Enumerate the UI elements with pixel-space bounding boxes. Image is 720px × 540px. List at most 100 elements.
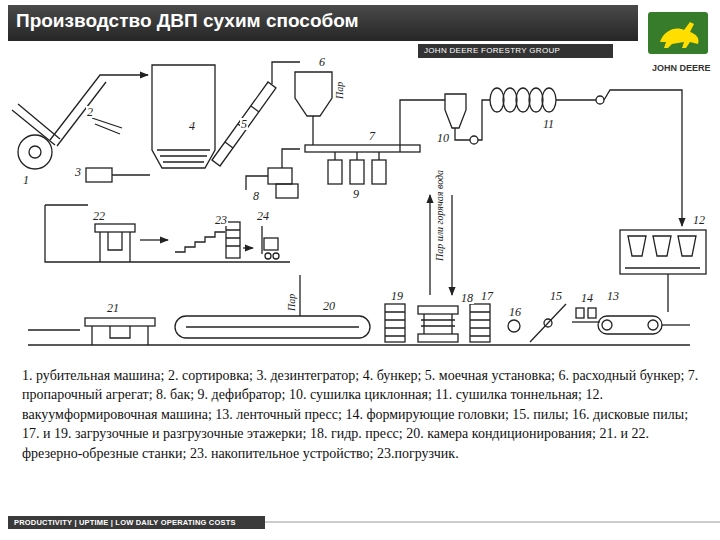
steam-label: Пар (335, 81, 345, 100)
drawing-shape (140, 239, 168, 240)
drawing-shape (455, 128, 470, 140)
drawing-shape (29, 146, 41, 158)
drawing-shape (478, 100, 490, 140)
drawing-shape (282, 149, 300, 168)
drawing-shape (226, 230, 240, 246)
callout-number: 21 (106, 302, 120, 314)
drawing-shape (660, 22, 699, 48)
drawing-shape (272, 62, 300, 84)
drawing-shape (95, 224, 135, 232)
steam-label: Пар (287, 293, 297, 312)
drawing-shape (529, 88, 543, 112)
drawing-shape (312, 116, 313, 145)
drawing-shape (451, 195, 452, 295)
drawing-shape (226, 222, 240, 258)
drawing-shape (50, 75, 148, 140)
callout-number: 23 (214, 214, 228, 226)
drawing-shape (268, 168, 292, 184)
drawing-shape (667, 274, 668, 312)
brand-strip: JOHN DEERE FORESTRY GROUP (424, 47, 560, 55)
callout-number: 13 (606, 290, 620, 302)
drawing-shape (295, 72, 332, 116)
drawing-shape (45, 205, 290, 262)
drawing-shape (516, 88, 530, 112)
drawing-shape (470, 304, 490, 342)
figure-caption: 1. рубительная машина; 2. сортировка; 3.… (22, 366, 706, 463)
drawing-shape (265, 522, 720, 523)
drawing-shape (598, 316, 662, 334)
callout-number: 24 (256, 210, 270, 222)
callout-number: 14 (580, 292, 594, 304)
drawing-shape (648, 320, 658, 330)
drawing-shape (418, 334, 458, 342)
drawing-shape (648, 12, 708, 54)
drawing-shape (175, 232, 225, 252)
drawing-shape (186, 326, 359, 327)
drawing-shape (212, 82, 276, 166)
callout-number: 10 (436, 132, 450, 144)
drawing-shape (588, 308, 596, 318)
drawing-shape (490, 88, 504, 112)
drawing-shape (602, 320, 612, 330)
drawing-shape (92, 326, 148, 345)
drawing-shape (576, 308, 584, 318)
drawing-shape (604, 90, 682, 226)
callout-number: 6 (318, 56, 326, 68)
drawing-shape (112, 174, 150, 175)
drawing-shape (385, 304, 405, 342)
drawing-shape (335, 152, 379, 160)
drawing-shape (508, 320, 520, 332)
drawing-shape (57, 82, 106, 146)
drawing-shape (470, 136, 478, 144)
drawing-shape (273, 253, 279, 259)
drawing-shape (328, 160, 342, 184)
drawing-shape (596, 96, 604, 104)
drawing-shape (418, 44, 613, 58)
drawing-shape (8, 5, 638, 41)
callout-number: 1 (22, 174, 30, 186)
callout-number: 19 (390, 290, 404, 302)
callout-number: 16 (508, 306, 522, 318)
drawing-shape (100, 232, 130, 262)
drawing-shape (246, 176, 268, 190)
drawing-shape (400, 100, 445, 152)
drawing-shape (470, 312, 490, 336)
callout-number: 8 (252, 190, 260, 202)
callout-number: 22 (92, 210, 106, 222)
callout-number: 12 (692, 214, 706, 226)
drawing-shape (265, 253, 271, 259)
callout-number: 3 (74, 166, 82, 178)
drawing-shape (503, 88, 517, 112)
drawing-shape (152, 65, 215, 168)
callout-number: 2 (86, 106, 94, 118)
callout-number: 18 (460, 292, 474, 304)
drawing-shape (85, 318, 155, 326)
drawing-shape (18, 135, 52, 169)
drawing-shape (276, 184, 298, 198)
drawing-shape (385, 312, 405, 336)
logo-wordmark: JOHN DEERE (652, 64, 711, 73)
callout-number: 11 (542, 118, 555, 130)
drawing-shape (620, 230, 706, 274)
drawing-shape (350, 160, 364, 184)
drawing-shape (544, 319, 552, 327)
callout-number: 5 (240, 118, 248, 130)
drawing-shape (28, 344, 690, 345)
drawing-shape (418, 306, 458, 314)
drawing-shape (157, 150, 210, 162)
footer-text: PRODUCTIVITY | UPTIME | LOW DAILY OPERAT… (14, 519, 236, 527)
drawing-shape (556, 99, 596, 100)
drawing-shape (662, 324, 690, 325)
steam-water-label: Пар или горячая вода (435, 169, 445, 262)
drawing-shape (572, 321, 600, 322)
drawing-shape (628, 236, 696, 256)
callout-number: 9 (352, 188, 360, 200)
callout-number: 4 (188, 120, 196, 132)
drawing-shape (28, 329, 80, 330)
callout-number: 15 (549, 290, 563, 302)
drawing-shape (264, 238, 278, 250)
slide-title: Производство ДВП сухим способом (16, 10, 359, 32)
callout-number: 7 (368, 130, 376, 142)
equipment-drawing (12, 62, 706, 345)
